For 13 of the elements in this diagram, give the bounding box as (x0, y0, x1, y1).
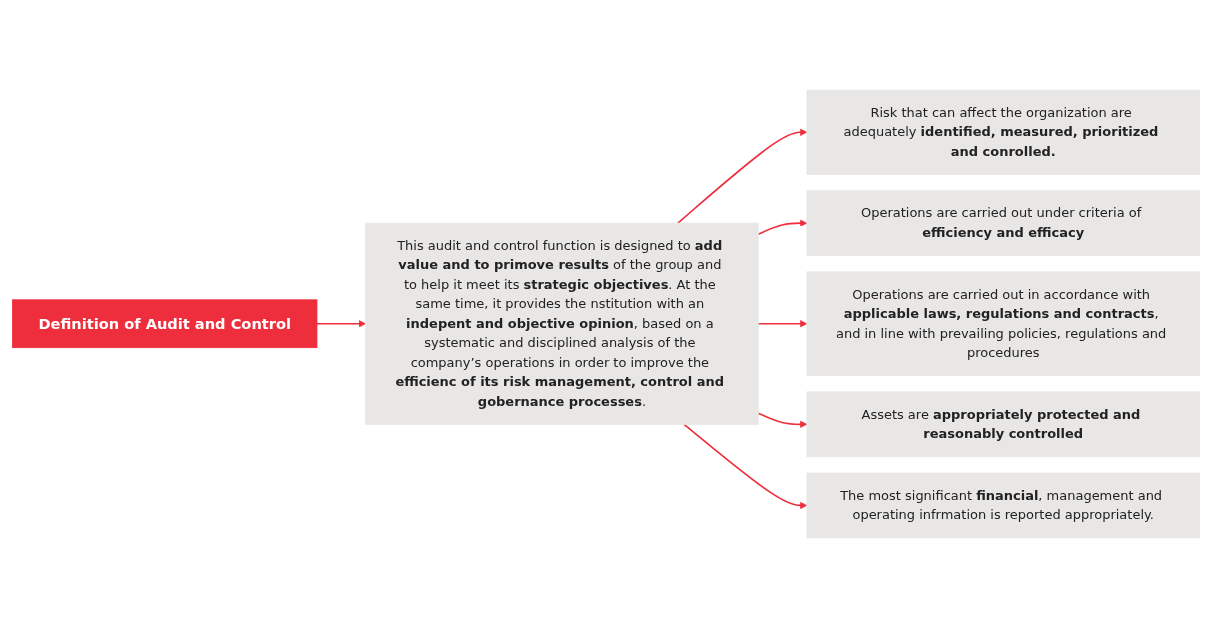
node-box: Operations are carried out under criteria of efficiency and efficacy (806, 189, 1200, 256)
node-box: This audit and control function is designed to add value and to primove results of the group and to help it meet its strategic objectives. At the same time, it provides the nstitution with an indepent and objective opinion, based on a systematic and disciplined analysis of the company’s operations in order to improve the efficienc of its risk management, control and gobernance processes. (364, 222, 759, 425)
arrow (756, 219, 807, 235)
arrow (676, 128, 807, 224)
arrow (682, 423, 807, 509)
arrow (756, 411, 807, 428)
node-box: The most significant financial, management and operating infrmation is reported appropriately. (806, 472, 1200, 538)
node-box: Definition of Audit and Control (11, 298, 317, 348)
node-box: Risk that can affect the organization are adequately identified, measured, prioritized and conrolled. (806, 89, 1200, 175)
arrow (315, 319, 366, 327)
node-box: Assets are appropriately protected and reasonably controlled (806, 390, 1200, 457)
arrow (756, 319, 807, 327)
node-box: Operations are carried out in accordance with applicable laws, regulations and contracts, and in line with prevailing policies, regulations and procedures (806, 270, 1200, 376)
